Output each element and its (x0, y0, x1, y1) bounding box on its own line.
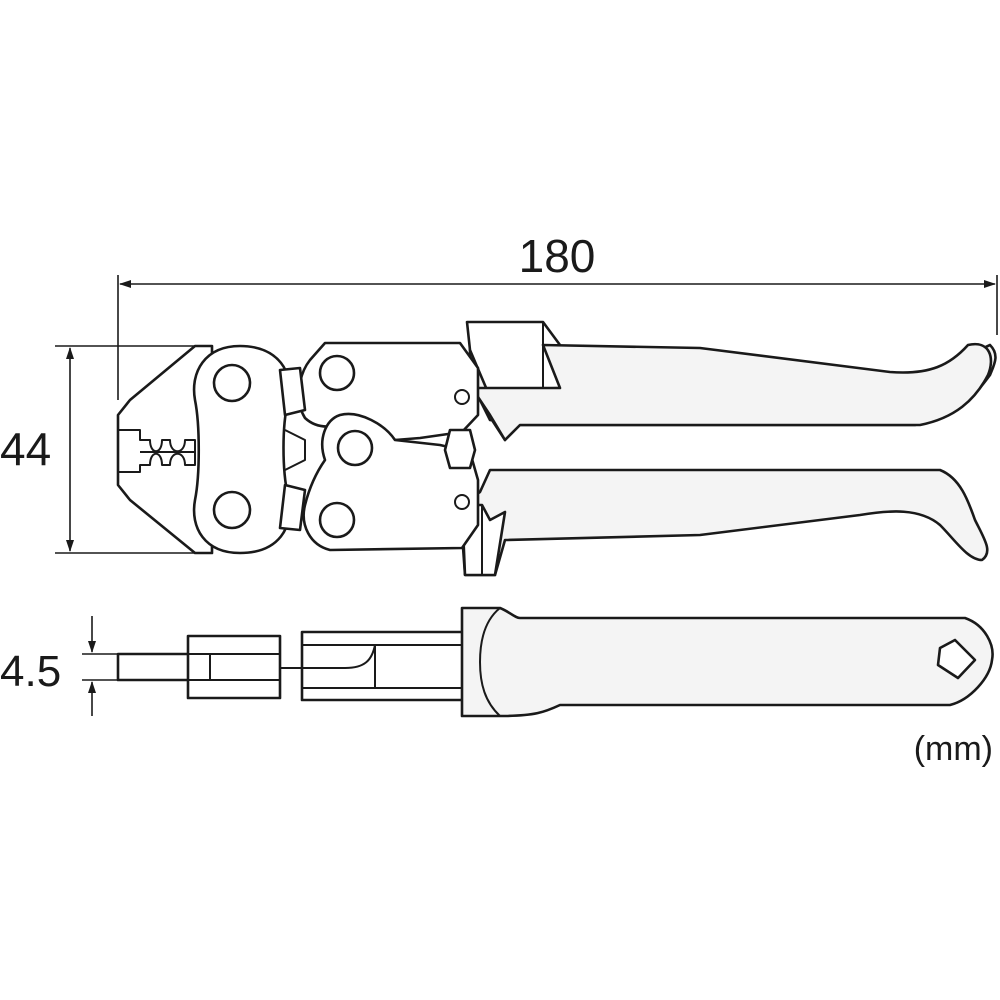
link-bolt-lower (318, 501, 356, 539)
small-pin-lower (454, 494, 470, 510)
hang-hole-triangle-icon (936, 638, 977, 680)
center-adjuster (443, 428, 477, 470)
unit-label: (mm) (914, 730, 993, 768)
side-link-plate (300, 630, 467, 702)
length-value: 180 (519, 230, 596, 282)
link-bolt-middle (336, 429, 374, 467)
pivot-bolt-upper (212, 363, 252, 403)
height-value: 44 (0, 423, 51, 475)
side-handle-grip (460, 606, 994, 718)
side-link-curve (302, 644, 376, 669)
link-bolt-upper (318, 354, 356, 392)
upper-handle-body (470, 342, 993, 442)
height-dimension: 44 (0, 345, 195, 554)
rib-lower (278, 483, 307, 532)
small-pin-upper (454, 389, 470, 405)
side-handle-collar (479, 607, 501, 717)
length-dimension: 180 (117, 230, 998, 400)
pivot-bolt-lower (212, 490, 252, 530)
tool-side-view (116, 606, 994, 718)
thickness-value: 4.5 (0, 647, 61, 696)
rib-center (284, 429, 306, 471)
rib-upper (278, 366, 307, 417)
lower-handle-body (458, 468, 989, 577)
side-head-block (186, 634, 282, 700)
tool-front-view (116, 320, 997, 577)
